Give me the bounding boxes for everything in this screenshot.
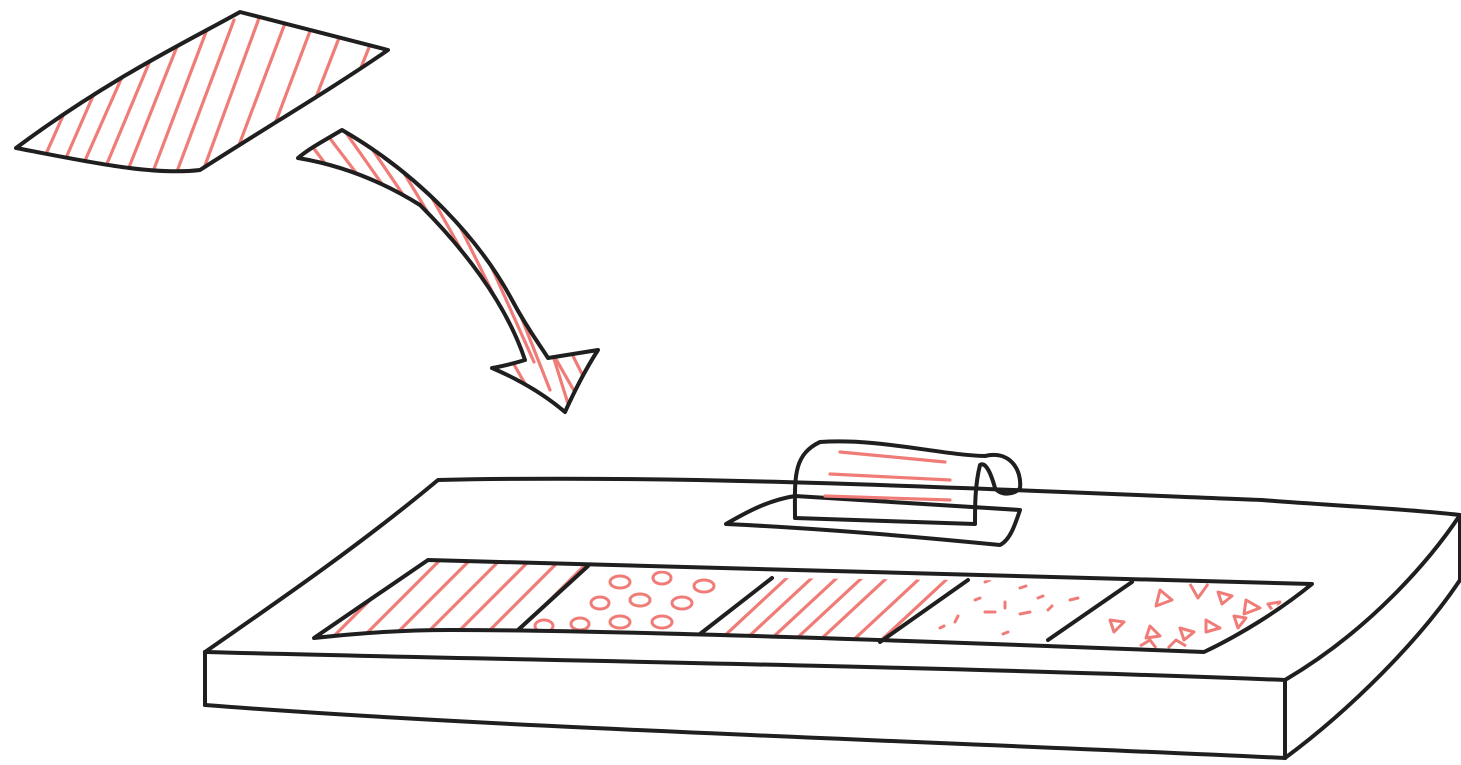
slot-with-curled-card xyxy=(726,441,1020,545)
tile-circles xyxy=(535,572,714,632)
pattern-strip xyxy=(314,550,1312,652)
tile-triangles xyxy=(1110,584,1280,648)
curved-down-arrow-icon xyxy=(298,128,600,412)
floating-striped-card xyxy=(16,10,388,190)
tile-dots xyxy=(940,580,1078,634)
